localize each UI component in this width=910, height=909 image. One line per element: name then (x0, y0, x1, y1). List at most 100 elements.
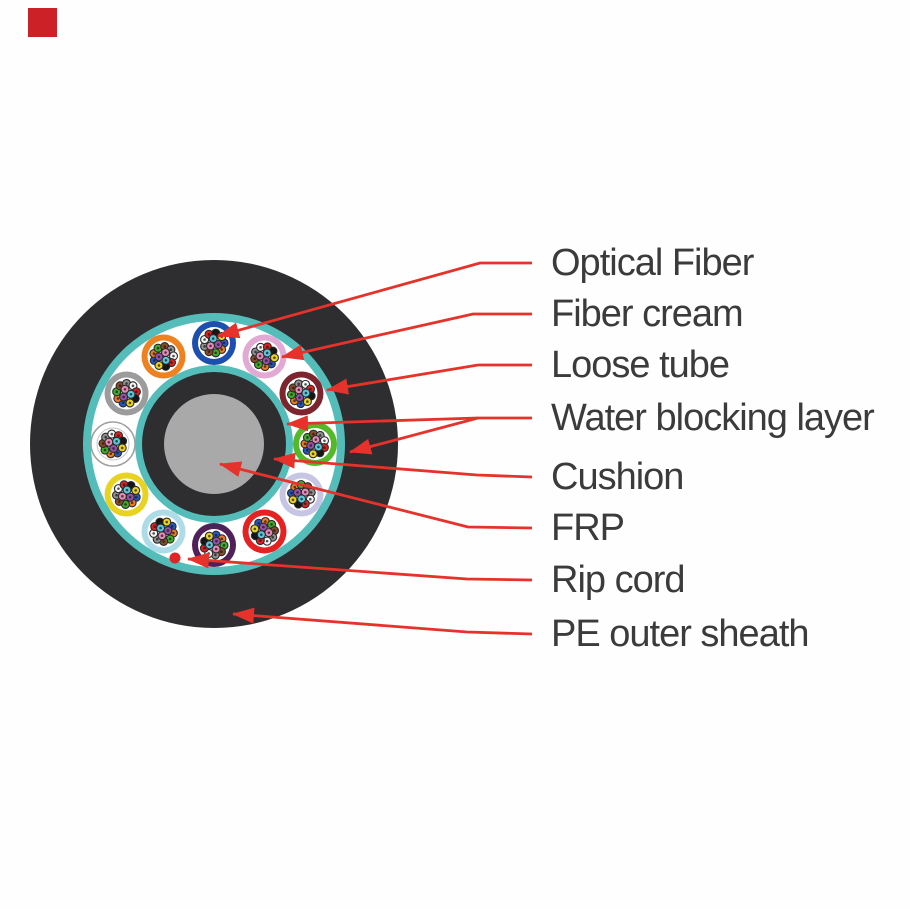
fiber-dot-core (305, 448, 309, 452)
fiber-dot-core (110, 432, 114, 436)
fiber-dot-core (207, 552, 211, 555)
fiber-dot-core (120, 446, 124, 450)
fiber-dot-core (306, 400, 309, 403)
fiber-dot-core (222, 544, 226, 547)
fiber-dot-core (118, 500, 121, 503)
fiber-dot-core (112, 447, 115, 450)
fiber-dot-core (208, 543, 211, 547)
fiber-dot-core (297, 388, 301, 392)
fiber-dot-core (160, 534, 164, 538)
fiber-dot-core (128, 495, 132, 499)
fiber-dot-core (309, 444, 313, 447)
fiber-dot-core (156, 346, 160, 350)
leader-line-optical-fiber (217, 261, 532, 339)
fiber-dot-core (262, 525, 265, 529)
fiber-dot-core (107, 440, 111, 444)
layer-frp-core (164, 394, 264, 494)
fiber-dot-core (125, 488, 129, 492)
fiber-dot-core (267, 531, 271, 534)
rip-cord-dot (169, 552, 181, 564)
fiber-dot-core (318, 451, 322, 455)
fiber-dot-core (214, 533, 218, 537)
leader-line-loose-tube (326, 363, 532, 395)
fiber-dot-core (164, 359, 168, 362)
fiber-dot-core (318, 434, 322, 437)
fiber-dot-core (265, 351, 269, 355)
fiber-dot-core (118, 384, 122, 388)
fiber-dot-core (157, 364, 161, 367)
fiber-dot-core (152, 352, 156, 355)
fiber-dot-core (303, 502, 307, 506)
fiber-dot-core (222, 341, 226, 345)
fiber-dot-core (271, 535, 274, 539)
fiber-dot-core (163, 345, 167, 348)
fiber-dot-core (270, 362, 273, 366)
fiber-dot-core (254, 350, 257, 354)
fiber-dot-core (121, 495, 124, 498)
fiber-dot-core (220, 550, 223, 553)
fiber-dot-core (117, 434, 120, 437)
fiber-dot-core (104, 435, 107, 439)
fiber-dot-core (254, 534, 257, 537)
leader-line-rip-cord (187, 552, 533, 582)
fiber-dot-core (214, 331, 218, 335)
fiber-dot-core (266, 345, 269, 349)
fiber-dot-core (157, 355, 161, 359)
fiber-dot-core (304, 391, 308, 395)
fiber-dot-core (121, 439, 124, 443)
fiber-dot-core (158, 520, 162, 524)
fiber-dot-core (203, 539, 207, 543)
fiber-dot-core (115, 390, 118, 394)
fiber-dot-core (115, 493, 118, 497)
fiber-dot-core (116, 451, 119, 455)
fiber-dot-core (323, 446, 326, 449)
fiber-dot-core (125, 382, 128, 385)
fiber-dot-core (273, 529, 276, 532)
fiber-dot-core (162, 540, 165, 543)
fiber-dot-core (298, 396, 301, 399)
fiber-dot-core (253, 357, 257, 361)
fiber-dot-core (215, 539, 218, 543)
fiber-dot-core (309, 387, 312, 391)
leader-line-frp (219, 461, 533, 530)
fiber-dot-core (271, 349, 275, 353)
leader-line-water-blocking-outer (349, 416, 479, 455)
fiber-dot-core (270, 523, 273, 526)
fiber-dot-core (168, 537, 172, 541)
fiber-dot-core (203, 546, 206, 550)
fiber-dot-core (164, 364, 168, 368)
fiber-dot-core (207, 333, 211, 336)
fiber-dot-core (207, 350, 211, 353)
fiber-dot-core (311, 452, 315, 456)
fiber-dot-core (117, 487, 120, 490)
fiber-dot-core (170, 525, 174, 528)
fiber-dot-core (122, 395, 125, 399)
fiber-dot-core (214, 547, 218, 551)
fiber-dot-core (135, 390, 138, 394)
fiber-dot-core (203, 345, 206, 348)
fiber-dot-core (299, 402, 303, 405)
leader-line-pe-outer-sheath (232, 607, 533, 636)
fiber-dot-core (131, 384, 135, 388)
fiber-dot-core (129, 484, 133, 487)
fiber-dot-core (152, 359, 156, 362)
fiber-dot-core (323, 439, 326, 443)
fiber-dot-core (293, 399, 296, 402)
fiber-dot-core (164, 351, 167, 354)
fiber-dot-core (134, 489, 137, 492)
fiber-dot-core (304, 383, 307, 386)
fiber-dot-core (128, 401, 132, 405)
fiber-dot-core (257, 363, 260, 366)
fiber-dot-core (297, 502, 300, 506)
brand-logo-square (28, 8, 57, 37)
fiber-dot-core (260, 533, 263, 536)
fiber-dot-core (133, 397, 137, 400)
fiber-dot-core (303, 442, 307, 446)
fiber-dot-core (123, 387, 127, 391)
fiber-dot-core (220, 537, 224, 541)
fiber-dot-core (259, 346, 262, 349)
fiber-dot-core (169, 348, 173, 352)
fiber-dot-core (312, 432, 315, 436)
fiber-dot-core (257, 521, 261, 525)
